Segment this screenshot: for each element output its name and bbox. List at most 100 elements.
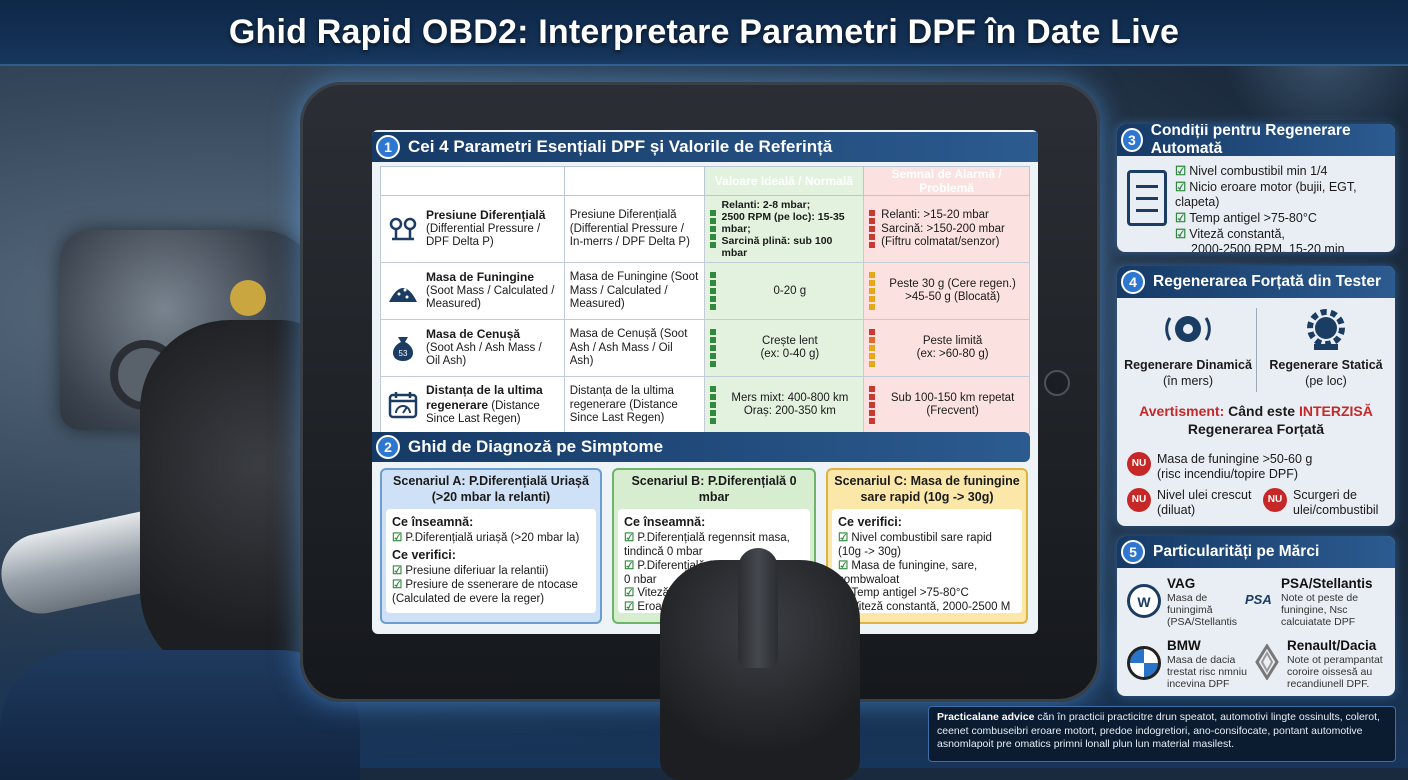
static-regen-sub: (pe loc) <box>1305 373 1347 388</box>
ash-bag-icon: 53 <box>386 331 420 365</box>
header-ideal: Valoare Ideală / Normală <box>703 166 865 196</box>
alarm-value: Sub 100-150 km repetat (Frecvent) <box>890 392 1015 418</box>
list-item: ☑Viteză constantă, 2000-2500 M <box>838 601 1016 615</box>
vw-logo-icon: W <box>1127 584 1161 618</box>
steering-wheel-icon <box>1162 306 1214 352</box>
section1-title: Cei 4 Parametri Esențiali DPF și Valoril… <box>408 137 833 156</box>
checkbox-icon: ☑ <box>1175 210 1187 225</box>
soot-pile-icon <box>386 274 420 308</box>
checkbox-icon: ☑ <box>624 532 635 545</box>
table-row: 53 Masa de Cenușă(Soot Ash / Ash Mass / … <box>380 319 1030 378</box>
level-bars <box>869 329 876 368</box>
no-badge-icon: NU <box>1263 488 1287 512</box>
param-name: Distanța de la ultima regenerare <box>426 383 543 412</box>
list-item: ☑P.Diferențială uriașă (>20 mbar la) <box>392 532 580 545</box>
checkbox-icon: ☑ <box>1175 164 1187 178</box>
list-item: ☑Presiune diferiuar la relantii) <box>392 565 549 578</box>
table-header-row: Parametru Live Ce reprezintă Valoare Ide… <box>380 166 1030 196</box>
checkbox-icon: ☑ <box>1175 179 1187 194</box>
tablet-screen: 1 Cei 4 Parametri Esențiali DPF și Valor… <box>372 130 1038 634</box>
alarm-value: Peste limită (ex: >60-80 g) <box>916 335 989 361</box>
section4-header: 4 Regenerarea Forțată din Tester <box>1117 266 1395 298</box>
param-name: Masa de Funingine <box>426 269 535 284</box>
scenario-subheading: Ce înseamnă: <box>392 515 474 530</box>
checkbox-icon: ☑ <box>1175 226 1187 241</box>
section4-number: 4 <box>1121 270 1145 294</box>
list-item: ☑Masa de funingine, sare, combwaloat <box>838 559 978 586</box>
param-name: Presiune Diferențială <box>426 207 546 222</box>
level-bars <box>709 210 716 249</box>
param-meaning: Masa de Funingine (Soot Mass / Calculate… <box>563 262 705 321</box>
sleeve-illustration <box>0 650 360 780</box>
scenario-title: Scenariul B: P.Diferențială 0 mbar <box>631 474 797 504</box>
dynamic-regen-sub: (în mers) <box>1163 373 1213 388</box>
clipboard-checklist-icon <box>1127 170 1167 226</box>
list-item: ☑Nivel combustibil min 1/4 <box>1175 164 1328 178</box>
scenario-title: Scenariul A: P.Diferențială Uriașă (>20 … <box>393 474 589 504</box>
section5-header: 5 Particularități pe Mărci <box>1117 536 1395 568</box>
title-bar: Ghid Rapid OBD2: Interpretare Parametri … <box>0 0 1408 66</box>
advice-text: căn în practicii practicitre drun speato… <box>937 711 1380 751</box>
param-sub: (Soot Ash / Ash Mass / Oil Ash) <box>426 342 542 368</box>
page-title: Ghid Rapid OBD2: Interpretare Parametri … <box>228 12 1180 51</box>
section2-number: 2 <box>376 435 400 459</box>
alarm-value: Peste 30 g (Cere regen.) >45-50 g (Bloca… <box>889 278 1016 304</box>
param-sub: (Distance Since Last Regen) <box>426 399 540 425</box>
section4-panel: 4 Regenerarea Forțată din Tester Regener… <box>1117 266 1395 526</box>
list-item: ☑Presiure de ssenerare de ntocase (Calcu… <box>392 578 578 605</box>
section2-title: Ghid de Diagnoză pe Simptome <box>408 437 664 456</box>
scenario-subheading: Ce verifici: <box>838 515 902 530</box>
section3-title: Condiții pentru Regenerare Automată <box>1150 124 1351 157</box>
checkbox-icon: ☑ <box>838 559 849 572</box>
level-bars <box>869 386 876 425</box>
ideal-value: Mers mixt: 400-800 km Oraș: 200-350 km <box>731 392 849 418</box>
checkbox-icon: ☑ <box>838 532 849 545</box>
list-item: ☑Nivel combustibil sare rapid (10g -> 30… <box>838 532 992 559</box>
pointing-finger-illustration <box>738 548 778 668</box>
list-item: ☑Temp antigel >75-80°C <box>838 587 1016 601</box>
param-meaning: Distanța de la ultima regenerare (Distan… <box>563 376 705 435</box>
section1-number: 1 <box>376 135 400 159</box>
ideal-value: Crește lent (ex: 0-40 g) <box>760 335 820 361</box>
static-regen-label: Regenerare Statică <box>1269 358 1383 372</box>
level-bars <box>709 329 716 368</box>
scenario-a-card: Scenariul A: P.Diferențială Uriașă (>20 … <box>380 468 602 624</box>
list-item: ☑Nicio eroare motor (bujii, EGT, clapeta… <box>1175 179 1357 210</box>
section5-number: 5 <box>1121 540 1145 564</box>
scenario-title: Scenariul C: Masa de funingine sare rapi… <box>834 474 1020 504</box>
section2-header: 2 Ghid de Diagnoză pe Simptome <box>372 432 1030 462</box>
scenario-c-card: Scenariul C: Masa de funingine sare rapi… <box>826 468 1028 624</box>
gear-car-icon <box>1300 306 1352 352</box>
checkbox-icon: ☑ <box>624 601 635 614</box>
practical-advice-box: Practicalane advice căn în practicii pra… <box>928 706 1396 762</box>
psa-logo-icon: PSA <box>1245 592 1272 607</box>
header-parameter: Parametru Live <box>380 166 565 196</box>
forbidden-item: NU Masa de funingine >50-60 g (risc ince… <box>1127 452 1312 482</box>
dynamic-regen-label: Regenerare Dinamică <box>1124 358 1252 372</box>
header-alarm: Semnal de Alarmă / Problemă <box>863 166 1030 196</box>
checkbox-icon: ☑ <box>624 587 635 600</box>
param-sub: (Differential Pressure / DPF Delta P) <box>426 223 541 249</box>
list-item: ☑P.Diferențială regennsit masa, tindincă… <box>624 532 790 559</box>
ideal-value: Relanti: 2-8 mbar; 2500 RPM (pe loc): 15… <box>721 199 845 260</box>
gauge-sensors-icon <box>386 212 420 246</box>
section5-title: Particularități pe Mărci <box>1153 543 1320 560</box>
forbidden-item: NU Scurgeri de ulei/combustibil <box>1263 488 1378 518</box>
param-sub: (Soot Mass / Calculated / Measured) <box>426 285 555 311</box>
list-item: ☑Temp antigel >75-80°C <box>1175 210 1317 225</box>
section3-number: 3 <box>1121 128 1143 152</box>
checkbox-icon: ☑ <box>624 559 635 572</box>
ideal-value: 0-20 g <box>773 284 807 297</box>
tablet-home-button[interactable] <box>1044 370 1070 396</box>
table-row: Presiune Diferențială(Differential Press… <box>380 194 1030 264</box>
static-regen-option: Regenerare Statică (pe loc) <box>1257 306 1395 389</box>
divider <box>1256 308 1257 392</box>
calendar-gauge-icon <box>386 388 420 422</box>
conditions-list: ☑Nivel combustibil min 1/4 ☑Nicio eroare… <box>1175 164 1395 252</box>
param-meaning: Masa de Cenușă (Soot Ash / Ash Mass / Oi… <box>563 319 705 378</box>
advice-label: Practicalane advice <box>937 711 1035 723</box>
section1-header: 1 Cei 4 Parametri Esențiali DPF și Valor… <box>372 132 1038 162</box>
renault-logo-icon <box>1255 643 1279 681</box>
